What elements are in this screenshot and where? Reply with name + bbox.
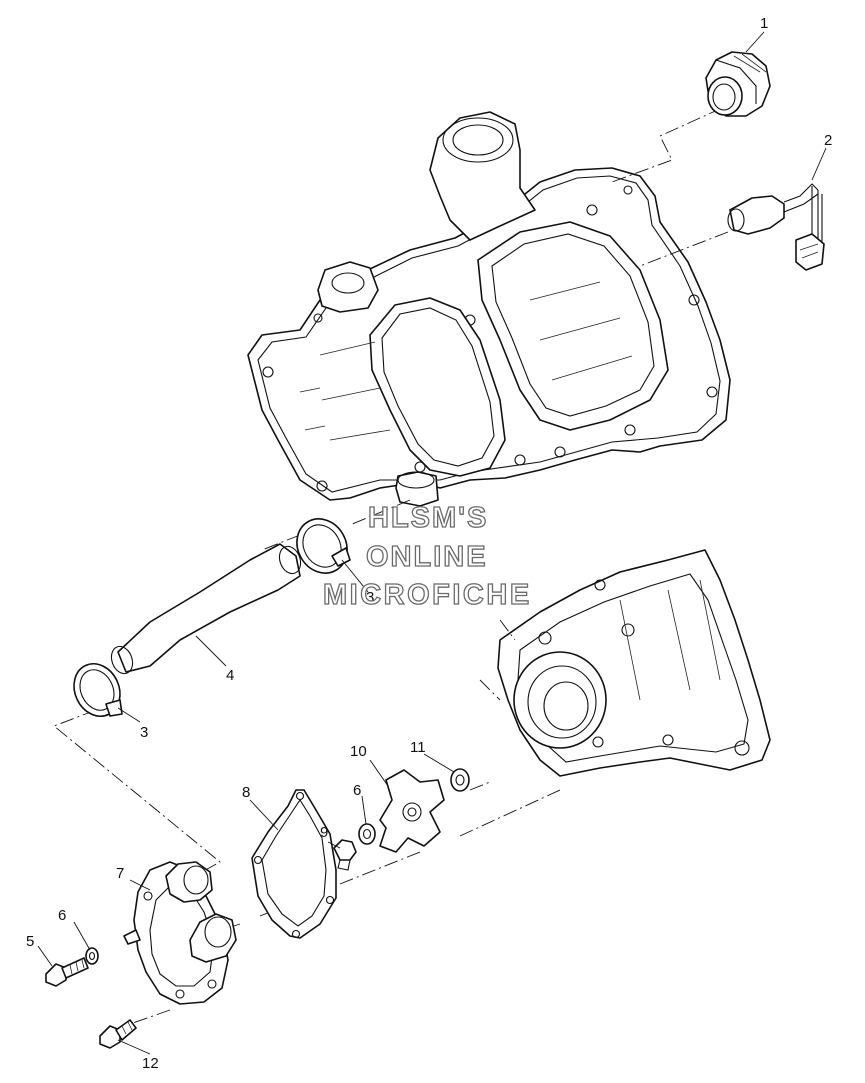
- callout-leaders: [37, 31, 827, 1055]
- part-8-pump-gasket: [251, 789, 337, 939]
- callout-8: 8: [242, 784, 250, 801]
- part-12-bolt: [99, 1019, 137, 1049]
- part-1-thermostat-housing: [705, 51, 771, 117]
- callout-3-lower: 3: [140, 724, 148, 741]
- callout-6-left: 6: [58, 907, 66, 924]
- callout-11: 11: [410, 739, 426, 756]
- part-3-hose-clamp-upper: [296, 518, 351, 574]
- part-9-drain-plug: [333, 839, 357, 871]
- callout-2: 2: [824, 132, 832, 149]
- part-10-impeller: [379, 769, 445, 853]
- part-6-washer-right: [358, 823, 376, 845]
- watermark-line-3: MICROFICHE: [322, 578, 532, 611]
- part-2-temperature-sensor: [727, 183, 825, 271]
- callout-12: 12: [142, 1055, 159, 1072]
- callout-numbers: 1 2 3 3 4 5 6 6 7 8 9 10 11 12: [26, 15, 832, 1072]
- callout-5: 5: [26, 933, 34, 950]
- callout-10: 10: [350, 743, 367, 760]
- callout-6-right: 6: [353, 782, 361, 799]
- callout-9: 9: [320, 824, 328, 841]
- callout-1: 1: [760, 15, 768, 32]
- engine-cylinder-head: [247, 111, 731, 507]
- part-4-coolant-hose: [110, 543, 302, 675]
- callout-3-upper: 3: [366, 589, 374, 606]
- watermark-line-1: HLSM'S: [367, 501, 489, 534]
- part-7-water-pump-cover: [123, 861, 237, 1005]
- engine-crankcase: [479, 549, 771, 777]
- part-6-washer-left: [85, 947, 99, 965]
- part-11-seal: [450, 768, 470, 792]
- part-3-hose-clamp-lower: [73, 663, 123, 717]
- part-5-bolt: [45, 957, 89, 987]
- callout-7: 7: [116, 865, 124, 882]
- watermark-line-2: ONLINE: [365, 540, 488, 573]
- callout-4: 4: [226, 667, 234, 684]
